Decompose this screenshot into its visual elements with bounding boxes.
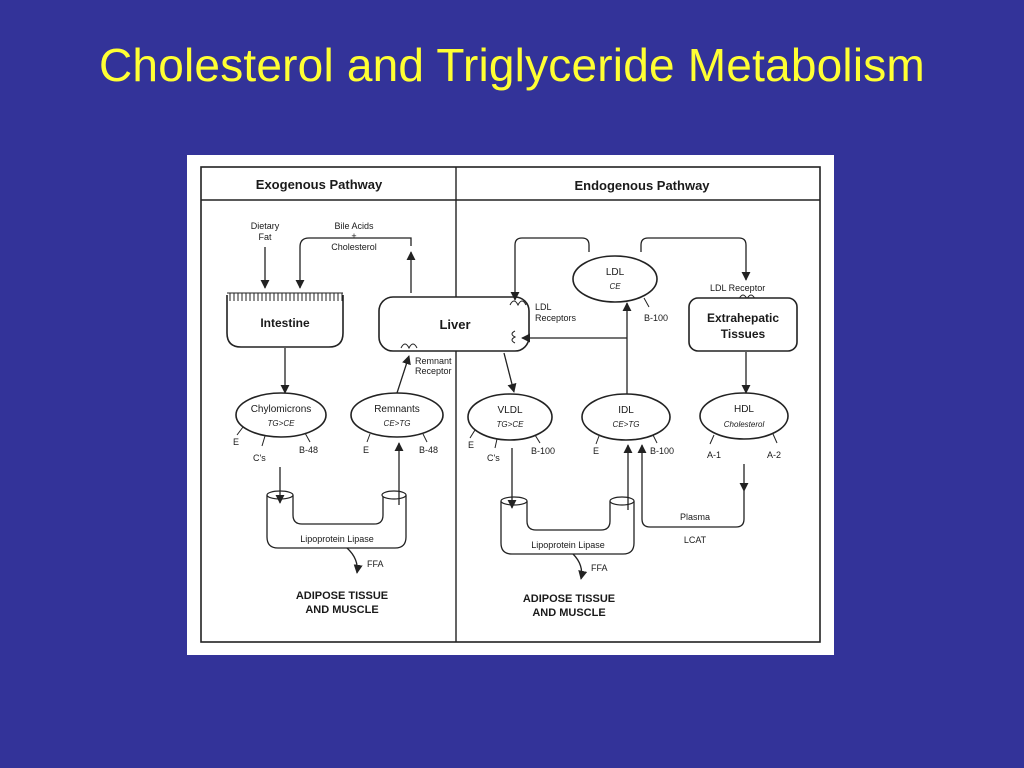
- hdl-ratio: Cholesterol: [724, 420, 765, 429]
- idl-particle: [581, 393, 671, 441]
- bile-acids-label: Bile Acids: [334, 221, 374, 231]
- remnant-receptor-icon: [400, 343, 418, 350]
- exo-capillary-inner: [292, 495, 384, 525]
- chylomicrons-particle: [235, 392, 327, 438]
- ldl-label: LDL: [606, 267, 625, 278]
- hdl-apo-a1: A-1: [707, 450, 721, 460]
- remnants-apoproteins: [366, 433, 428, 443]
- ldl-receptor-icons: [509, 300, 527, 344]
- exo-ffa-arrow: [346, 547, 363, 574]
- extrahepatic-label-line1: Extrahepatic: [707, 311, 779, 325]
- lcat-label: LCAT: [684, 535, 707, 545]
- chylomicrons-apo-b48: B-48: [299, 445, 318, 455]
- diagram-svg: Exogenous Pathway Endogenous Pathway Die…: [200, 166, 821, 643]
- exogenous-pathway-header: Exogenous Pathway: [256, 177, 383, 192]
- ldl-ratio: CE: [609, 282, 621, 291]
- endo-capillary-opening-right: [609, 496, 635, 506]
- exo-adipose-label-line2: AND MUSCLE: [305, 604, 378, 616]
- dietary-fat-label-line2: Fat: [258, 232, 272, 242]
- ldl-to-liver-receptor-arrow: [510, 237, 590, 301]
- remnants-to-liver-arrow: [396, 355, 411, 394]
- vldl-ratio: TG>CE: [497, 420, 525, 429]
- chylomicrons-apoproteins: [236, 426, 311, 447]
- vldl-apo-e: E: [468, 440, 474, 450]
- liver-to-vldl-arrow: [503, 352, 517, 393]
- hdl-label: HDL: [734, 404, 754, 415]
- ldl-receptor-label: LDL Receptor: [710, 283, 765, 293]
- chylomicrons-ratio: TG>CE: [268, 419, 296, 428]
- endo-adipose-label-line2: AND MUSCLE: [532, 607, 605, 619]
- exo-adipose-label-line1: ADIPOSE TISSUE: [296, 590, 388, 602]
- ldl-apoprotein: [643, 297, 650, 308]
- cholesterol-label: Cholesterol: [331, 242, 377, 252]
- remnants-ratio: CE>TG: [384, 419, 411, 428]
- remnants-particle: [350, 392, 444, 438]
- vldl-apo-c: C's: [487, 453, 500, 463]
- metabolism-diagram: Exogenous Pathway Endogenous Pathway Die…: [187, 155, 834, 655]
- bile-return-arrow: [295, 237, 412, 289]
- ldl-apo-b100: B-100: [644, 313, 668, 323]
- hdl-apoproteins: [709, 433, 778, 445]
- exo-capillary-opening-right: [381, 490, 407, 500]
- idl-apoproteins: [595, 434, 658, 445]
- endo-capillary-inner: [526, 501, 611, 531]
- vldl-particle: [467, 393, 553, 441]
- chylomicrons-apo-c: C's: [253, 453, 266, 463]
- intestine-box: [226, 295, 344, 348]
- endogenous-pathway-header: Endogenous Pathway: [574, 178, 710, 193]
- idl-apo-b100: B-100: [650, 446, 674, 456]
- plasma-to-idl-arrow: [637, 444, 745, 528]
- exo-lipoprotein-lipase-label: Lipoprotein Lipase: [300, 534, 374, 544]
- ldl-particle: [572, 255, 658, 303]
- exo-capillary-outer: [266, 495, 407, 549]
- extrahepatic-label-line2: Tissues: [721, 327, 766, 341]
- remnant-receptor-label-line1: Remnant: [415, 356, 452, 366]
- intestine-villi: [227, 292, 343, 301]
- plasma-label: Plasma: [680, 512, 710, 522]
- liver-label: Liver: [439, 317, 470, 332]
- remnants-label: Remnants: [374, 404, 420, 415]
- liver-box: [378, 296, 530, 352]
- dietary-fat-label-line1: Dietary: [251, 221, 280, 231]
- vldl-label: VLDL: [497, 405, 522, 416]
- remnant-receptor-label-line2: Receptor: [415, 366, 452, 376]
- hdl-particle: [699, 392, 789, 440]
- remnants-apo-b48: B-48: [419, 445, 438, 455]
- ldl-receptors-label-line2: Receptors: [535, 313, 577, 323]
- vldl-apoproteins: [469, 429, 541, 449]
- endo-ffa-label: FFA: [591, 563, 608, 573]
- endo-ffa-arrow: [572, 553, 588, 580]
- ldl-receptors-label-line1: LDL: [535, 302, 552, 312]
- intestine-label: Intestine: [260, 316, 310, 330]
- endo-adipose-label-line1: ADIPOSE TISSUE: [523, 593, 615, 605]
- remnants-apo-e: E: [363, 445, 369, 455]
- hdl-apo-a2: A-2: [767, 450, 781, 460]
- endo-capillary-outer: [500, 501, 635, 555]
- ldl-to-receptor-arrow: [640, 237, 751, 281]
- chylomicrons-label: Chylomicrons: [251, 404, 312, 415]
- vldl-apo-b100: B-100: [531, 446, 555, 456]
- bile-plus-label: +: [351, 231, 356, 241]
- slide-title: Cholesterol and Triglyceride Metabolism: [99, 39, 925, 91]
- chylomicrons-apo-e: E: [233, 437, 239, 447]
- idl-apo-e: E: [593, 446, 599, 456]
- extrahepatic-tissues-box: [688, 297, 798, 352]
- idl-ratio: CE>TG: [613, 420, 640, 429]
- exo-ffa-label: FFA: [367, 559, 384, 569]
- endo-lipoprotein-lipase-label: Lipoprotein Lipase: [531, 540, 605, 550]
- idl-label: IDL: [618, 405, 634, 416]
- endo-capillary-opening-left: [500, 496, 528, 506]
- frame-border: [200, 166, 821, 643]
